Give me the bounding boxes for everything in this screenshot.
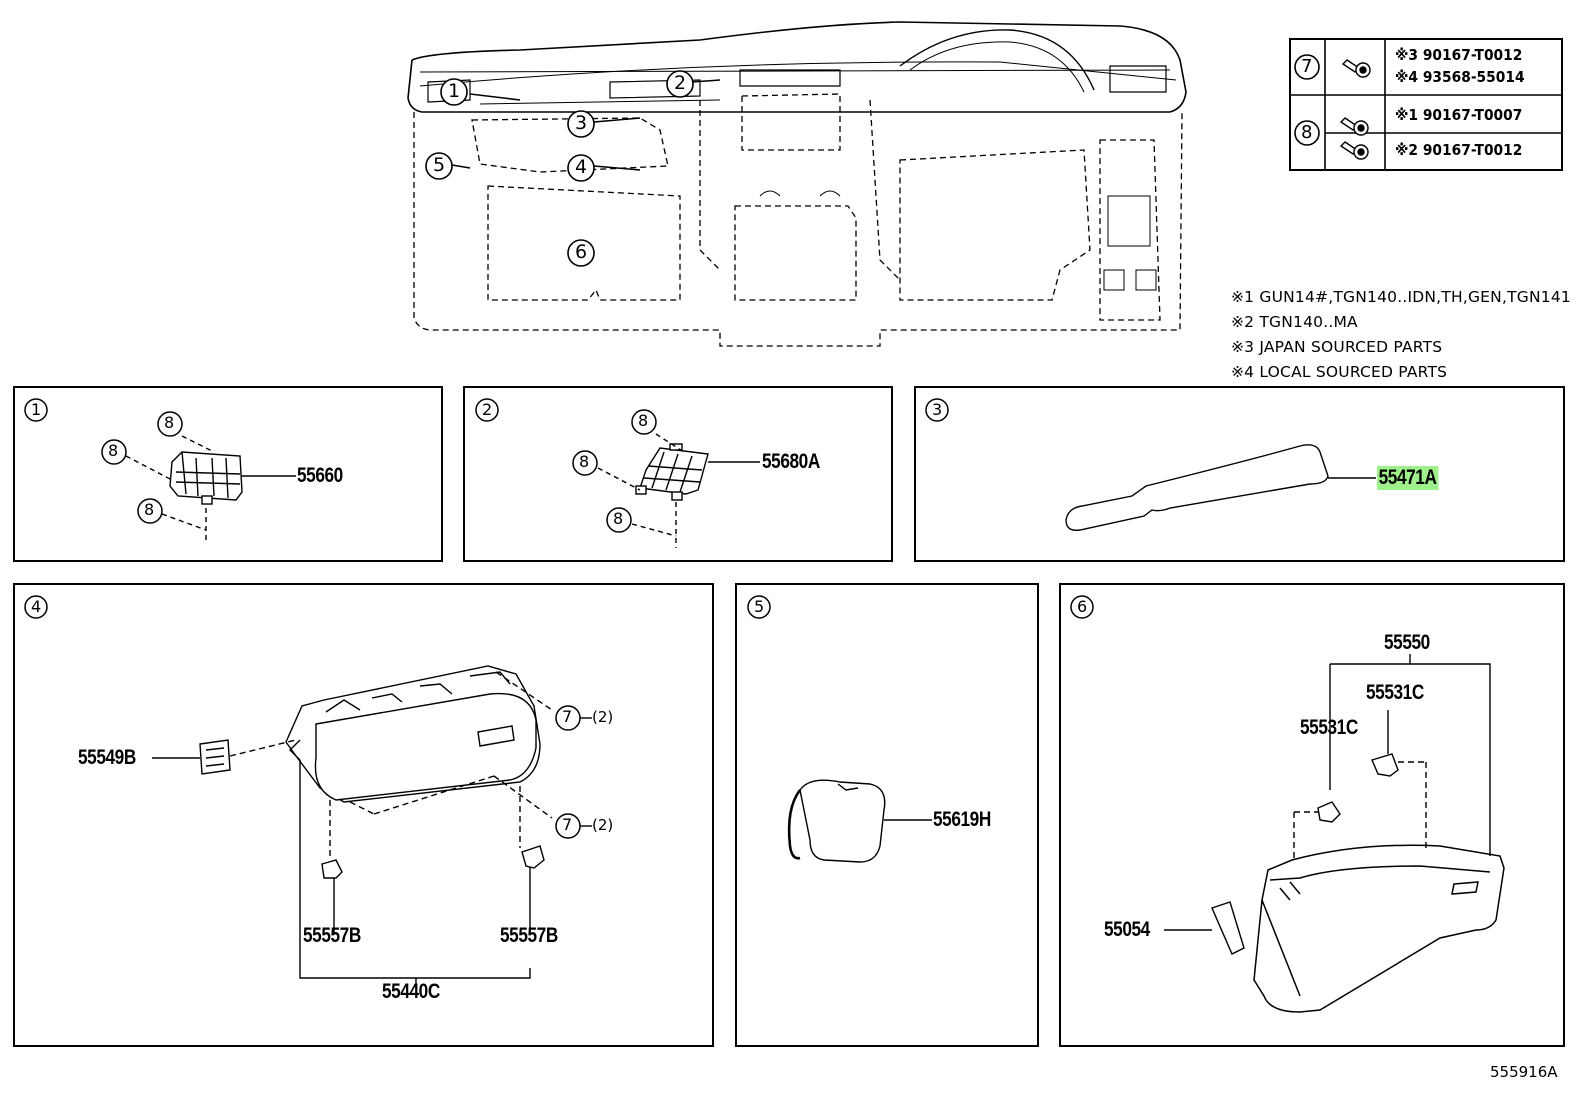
glovebox-frame-55440C bbox=[285, 665, 541, 803]
callout-7: 7 bbox=[562, 707, 573, 726]
glovebox-door-55550 bbox=[1253, 844, 1505, 1013]
clip-part-55531C bbox=[1317, 801, 1341, 823]
fastener-code: ※4 93568-55014 bbox=[1395, 68, 1525, 86]
part-number[interactable]: 55557B bbox=[303, 924, 361, 947]
overview-callout-4: 4 bbox=[575, 156, 588, 178]
overview-callout-3: 3 bbox=[575, 112, 588, 134]
part-number[interactable]: 55660 bbox=[297, 464, 343, 487]
panel-2-index: 2 bbox=[482, 400, 493, 419]
note-2: ※2 TGN140..MA bbox=[1231, 313, 1358, 331]
callout-8: 8 bbox=[164, 413, 175, 432]
panel-1-index: 1 bbox=[31, 400, 42, 419]
callout-8: 8 bbox=[638, 411, 649, 430]
part-number[interactable]: 55531C bbox=[1300, 716, 1358, 739]
part-number[interactable]: 55557B bbox=[500, 924, 558, 947]
vent-part-55660 bbox=[169, 451, 243, 505]
panel-3-index: 3 bbox=[932, 400, 943, 419]
note-3: ※3 JAPAN SOURCED PARTS bbox=[1231, 338, 1443, 356]
clip-part-55557B bbox=[321, 859, 343, 879]
panel-6-frame bbox=[1059, 583, 1565, 1047]
damper-part-55054 bbox=[1211, 901, 1245, 955]
panel-5-index: 5 bbox=[754, 597, 765, 616]
part-number[interactable]: 55549B bbox=[78, 746, 136, 769]
fastener-table-grid bbox=[1289, 38, 1563, 171]
note-4: ※4 LOCAL SOURCED PARTS bbox=[1231, 363, 1448, 381]
trim-part-55471A bbox=[1065, 444, 1329, 531]
panel-6-index: 6 bbox=[1077, 597, 1088, 616]
overview-callout-1: 1 bbox=[448, 80, 461, 102]
part-number-highlighted[interactable]: 55471A bbox=[1377, 466, 1439, 490]
panel-4-index: 4 bbox=[31, 597, 42, 616]
panel-5-frame bbox=[735, 583, 1039, 1047]
fastener-code: ※1 90167-T0007 bbox=[1395, 106, 1523, 124]
cover-part-55619H bbox=[787, 779, 886, 863]
callout-8: 8 bbox=[108, 441, 119, 460]
overview-callout-5: 5 bbox=[433, 154, 446, 176]
clip-part-55531C bbox=[1371, 753, 1399, 777]
fastener-code: ※2 90167-T0012 bbox=[1395, 141, 1523, 159]
part-number[interactable]: 55054 bbox=[1104, 918, 1150, 941]
panel-2-frame bbox=[463, 386, 893, 562]
panel-3-frame bbox=[914, 386, 1565, 562]
diagram-reference-code: 555916A bbox=[1490, 1063, 1558, 1081]
note-1: ※1 GUN14#,TGN140..IDN,TH,GEN,TGN141 bbox=[1231, 288, 1571, 306]
clip-part-55557B bbox=[521, 845, 545, 869]
overview-callout-6: 6 bbox=[575, 241, 588, 263]
panel-1-frame bbox=[13, 386, 443, 562]
fastener-code: ※3 90167-T0012 bbox=[1395, 46, 1523, 64]
panel-4-frame bbox=[13, 583, 714, 1047]
part-number[interactable]: 55550 bbox=[1384, 631, 1430, 654]
clip-part-55549B bbox=[199, 739, 231, 775]
table-callout-7: 7 bbox=[1301, 56, 1313, 77]
part-number[interactable]: 55680A bbox=[762, 450, 820, 473]
callout-8: 8 bbox=[613, 509, 624, 528]
quantity-label: (2) bbox=[592, 708, 614, 726]
overview-callout-2: 2 bbox=[674, 72, 687, 94]
callout-7: 7 bbox=[562, 815, 573, 834]
callout-8: 8 bbox=[579, 452, 590, 471]
screw-icon bbox=[1339, 59, 1371, 160]
vent-part-55680A bbox=[635, 443, 709, 501]
part-number[interactable]: 55531C bbox=[1366, 681, 1424, 704]
table-callout-8: 8 bbox=[1301, 122, 1313, 143]
quantity-label: (2) bbox=[592, 816, 614, 834]
part-number[interactable]: 55440C bbox=[382, 980, 440, 1003]
callout-8: 8 bbox=[144, 500, 155, 519]
fastener-table: 7 8 ※3 90167-T0012 ※4 93568-55014 ※1 901… bbox=[1289, 38, 1563, 171]
part-number[interactable]: 55619H bbox=[933, 808, 991, 831]
